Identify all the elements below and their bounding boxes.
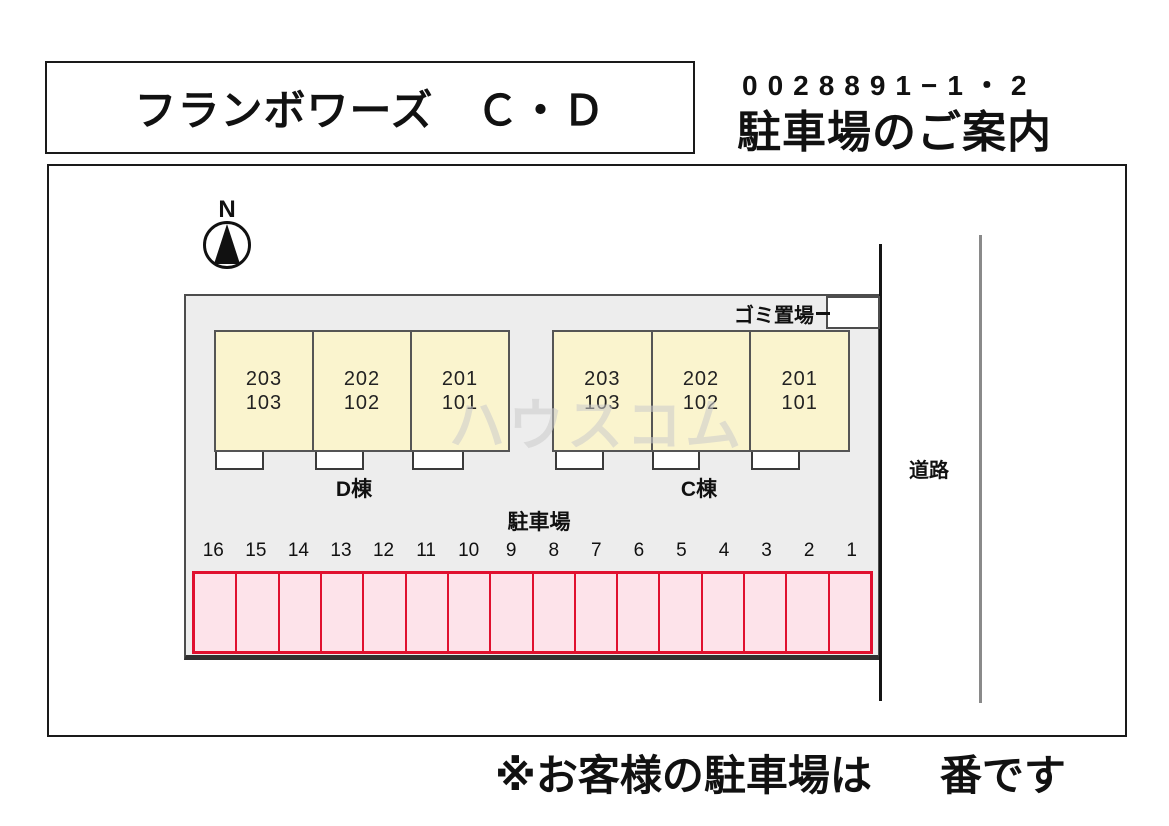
site-boundary-line [879,244,882,701]
road-label: 道路 [909,460,949,482]
unit-number-upper: 201 [781,368,818,390]
parking-number: 1 [846,540,857,561]
parking-number: 8 [548,540,560,561]
parking-number: 3 [761,540,772,561]
entrance-porch [652,450,700,470]
building-d-unit-203-103: 203 103 [216,332,314,450]
parking-number: 4 [718,540,730,561]
parking-space [787,574,830,651]
parking-number: 12 [372,540,395,561]
unit-number-lower: 103 [245,392,283,414]
entrance-porch [555,450,604,470]
parking-space [280,574,322,651]
customer-parking-note: ※お客様の駐車場は 番です [495,742,1066,803]
garbage-pointer-line [816,312,830,315]
parking-number: 14 [287,540,309,561]
building-d-unit-201-101: 201 101 [412,332,508,450]
entrance-porch [315,450,364,470]
unit-number-lower: 102 [343,392,381,414]
parking-space [703,574,746,651]
note-prefix: ※お客様の駐車場は [495,752,872,799]
parking-number: 16 [202,540,224,561]
parking-space [491,574,534,651]
compass-north-label: N [218,196,236,223]
road-edge-line [979,235,982,703]
building-c-label: C棟 [680,478,718,501]
parking-space [576,574,619,651]
garbage-area-label: ゴミ置場 [734,305,814,327]
building-c-unit-203-103: 203 103 [554,332,653,450]
document-code: 0028891−1・2 [742,70,1037,101]
parking-space [830,574,870,651]
entrance-porch [215,450,264,470]
property-title-box: フランボワーズ Ｃ・Ｄ [45,61,695,154]
parking-number: 13 [330,540,352,561]
watermark-text: ハウスコム [449,394,744,457]
parking-space-numbers: 16 15 14 13 12 11 10 9 8 7 6 5 4 3 2 1 [192,540,873,566]
note-suffix: 番です [939,752,1066,799]
unit-number-upper: 202 [682,368,720,390]
unit-number-lower: 101 [781,392,818,414]
unit-number-upper: 203 [245,368,283,390]
building-c: 203 103 202 102 201 101 [552,330,850,452]
unit-number-lower: 102 [682,392,720,414]
parking-space [322,574,365,651]
parking-space [237,574,280,651]
parking-number: 7 [591,540,602,561]
unit-number-upper: 203 [584,368,621,390]
parking-number: 10 [458,540,480,561]
building-c-unit-201-101: 201 101 [751,332,848,450]
parking-space [449,574,492,651]
parking-number: 2 [803,540,815,561]
parking-number: 9 [505,540,517,561]
building-d-label: D棟 [335,478,373,501]
building-c-unit-202-102: 202 102 [653,332,752,450]
unit-number-lower: 103 [584,392,621,414]
parking-space [534,574,576,651]
parking-spaces-row [192,571,873,654]
parking-number: 5 [676,540,687,561]
parking-space [745,574,788,651]
parking-number: 15 [245,540,267,561]
parking-space [618,574,661,651]
unit-number-lower: 101 [441,392,479,414]
garbage-area-box [826,296,880,329]
parking-space [364,574,407,651]
building-d: 203 103 202 102 201 101 [214,330,510,452]
unit-number-upper: 202 [343,368,381,390]
site-map: N ゴミ置場 203 103 202 102 201 101 203 103 [47,164,1127,737]
property-title: フランボワーズ Ｃ・Ｄ [134,87,606,134]
parking-number: 6 [633,540,645,561]
parking-lot-label: 駐車場 [507,511,571,534]
unit-number-upper: 201 [441,368,479,390]
parking-number: 11 [416,540,436,561]
parking-space [660,574,703,651]
building-d-unit-202-102: 202 102 [314,332,412,450]
parking-space [407,574,449,651]
parking-space [195,574,238,651]
entrance-porch [412,450,464,470]
page-subtitle: 駐車場のご案内 [737,108,1052,157]
entrance-porch [751,450,800,470]
compass-needle-icon [214,224,240,264]
